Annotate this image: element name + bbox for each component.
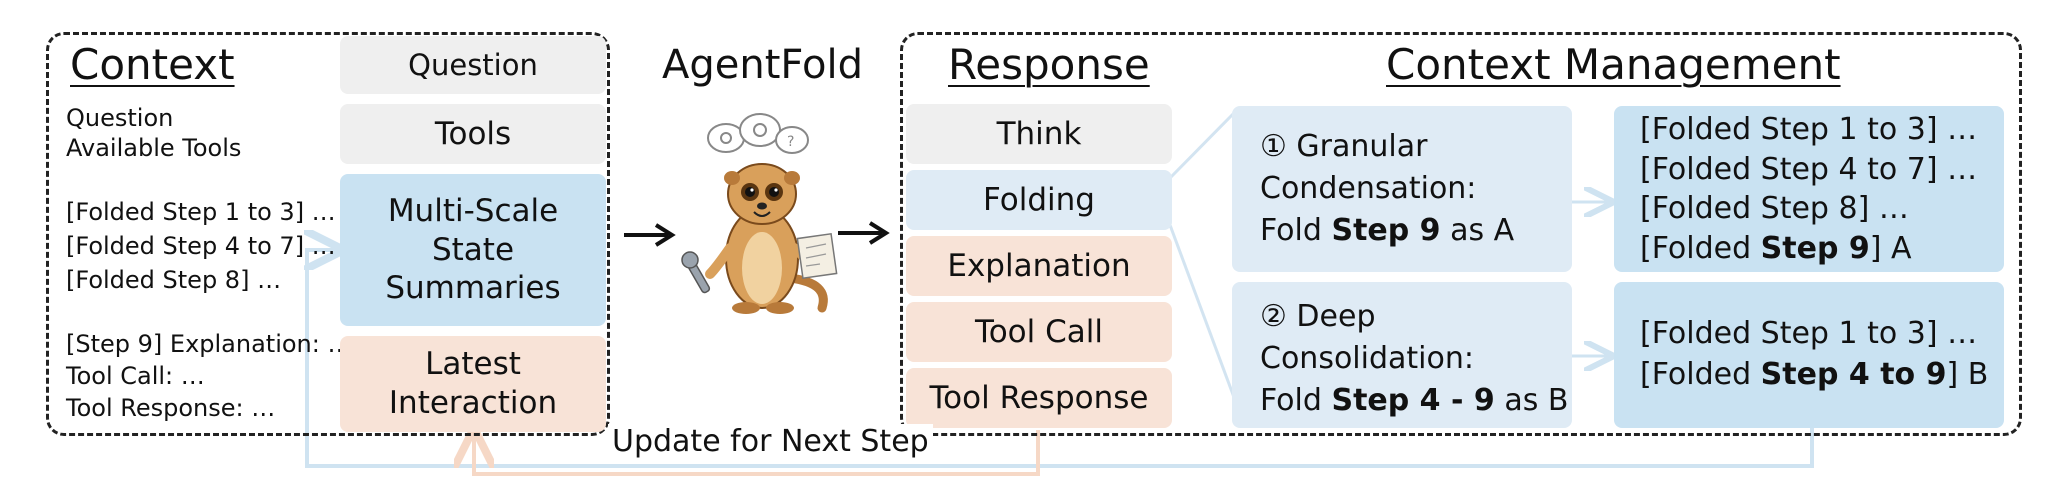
latest-label-line: Latest (425, 346, 521, 383)
response-tool-response: Tool Response (906, 368, 1172, 428)
question-label: Question (408, 47, 538, 82)
result-a-line: [Folded Step 1 to 3] … (1640, 112, 1978, 147)
question-box: Question (340, 36, 606, 94)
granular-fold-rule: Fold Step 9 as A (1260, 213, 1515, 248)
context-line: Tool Response: … (66, 394, 276, 422)
result-a-line: [Folded Step 8] … (1640, 191, 1909, 227)
response-item-label: Think (996, 115, 1082, 152)
tools-box: Tools (340, 104, 606, 164)
granular-subtitle: Condensation: (1260, 171, 1477, 206)
meerkat-icon: ? (681, 113, 838, 314)
context-line: [Folded Step 1 to 3] … (66, 198, 336, 226)
update-loop-blue (307, 250, 1814, 468)
response-management-panel (900, 32, 2022, 436)
context-panel (46, 32, 610, 436)
context-line: [Step 9] Explanation: … (66, 330, 352, 358)
granular-title: ① Granular (1260, 129, 1428, 164)
svg-text:?: ? (787, 134, 794, 150)
context-line: Available Tools (66, 134, 242, 162)
result-a-text: [Folded Step 1 to 3] … [Folded Step 4 to… (1640, 110, 1977, 268)
response-folding: Folding (906, 170, 1172, 230)
result-a-folded-line: [Folded Step 9] A (1640, 230, 1912, 266)
result-b-text: [Folded Step 1 to 3] … [Folded Step 4 to… (1640, 314, 1988, 395)
latest-label-line: Interaction (388, 385, 558, 421)
deep-subtitle: Consolidation: (1260, 341, 1474, 376)
latest-interaction-box: Latest Interaction (340, 336, 606, 432)
response-item-label: Tool Response (929, 379, 1149, 416)
deep-fold-rule: Fold Step 4 - 9 as B (1260, 383, 1569, 418)
result-b-box (1614, 282, 2004, 428)
deep-title: ② Deep (1260, 299, 1376, 334)
result-b-folded-line: [Folded Step 4 to 9] B (1640, 356, 1989, 392)
deep-consolidation-box (1232, 282, 1572, 428)
response-think: Think (906, 104, 1172, 164)
summaries-label-line: State (431, 231, 515, 268)
deep-consolidation-text: ② Deep Consolidation: Fold Step 4 - 9 as… (1260, 296, 1568, 422)
fold-expand-top (1168, 110, 1237, 180)
response-item-label: Folding (983, 181, 1095, 218)
granular-condensation-box (1232, 106, 1572, 272)
summaries-label-line: Summaries (385, 270, 561, 307)
response-tool-call: Tool Call (906, 302, 1172, 362)
fold-expand-bottom (1168, 224, 1237, 401)
result-a-box (1614, 106, 2004, 272)
summaries-label-line: Multi-Scale (387, 192, 559, 229)
response-item-label: Explanation (947, 247, 1131, 284)
response-title: Response (948, 40, 1150, 89)
context-line: Tool Call: … (66, 362, 205, 390)
context-title: Context (70, 40, 235, 89)
context-line: Question (66, 104, 174, 132)
granular-condensation-text: ① Granular Condensation: Fold Step 9 as … (1260, 126, 1514, 252)
update-loop-peach (474, 430, 1040, 476)
context-line: [Folded Step 4 to 7] … (66, 232, 336, 260)
context-management-title: Context Management (1386, 40, 1841, 89)
agentfold-title: AgentFold (662, 42, 863, 88)
tools-label: Tools (434, 115, 512, 152)
result-a-line: [Folded Step 4 to 7] … (1640, 151, 1978, 187)
response-item-label: Tool Call (975, 313, 1103, 350)
response-explanation: Explanation (906, 236, 1172, 296)
context-line: [Folded Step 8] … (66, 266, 282, 294)
update-for-next-step-label: Update for Next Step (608, 424, 933, 459)
result-b-line: [Folded Step 1 to 3] … (1640, 316, 1978, 351)
state-summaries-box: Multi-Scale State Summaries (340, 174, 606, 326)
